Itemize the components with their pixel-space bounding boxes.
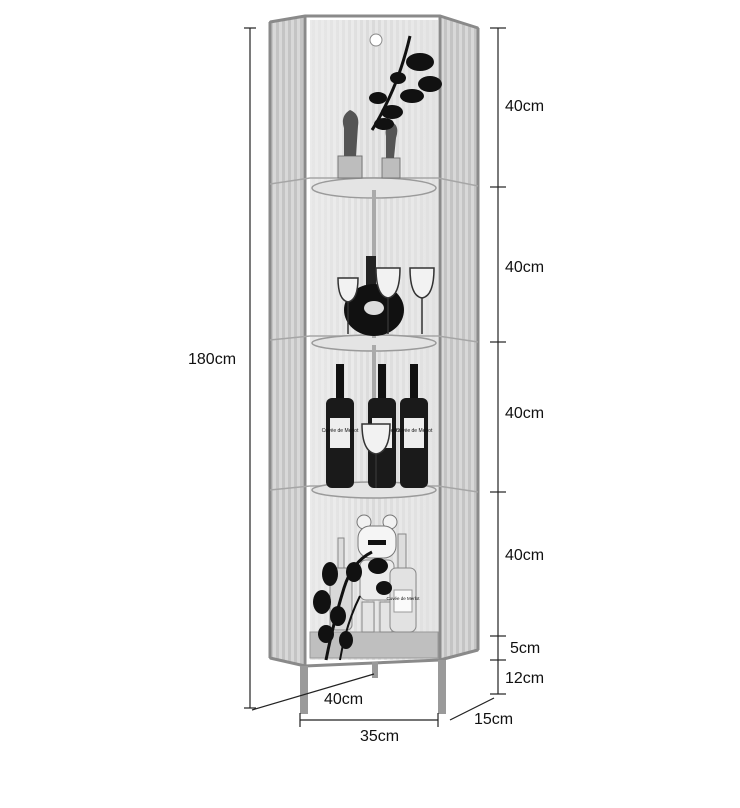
- wine-bottle: Cuvée de Merlot: [396, 364, 433, 488]
- side-depth-label: 15cm: [474, 711, 513, 728]
- ceiling-light: [369, 33, 383, 47]
- segment-label-5: 5cm: [510, 640, 540, 657]
- diagonal-width-label: 40cm: [324, 691, 363, 708]
- bottle-label: Cuvée de Merlot: [386, 596, 420, 601]
- left-glass-panel: [269, 14, 306, 668]
- dimension-lines: [244, 27, 506, 727]
- wine-glass: [361, 423, 391, 488]
- horse-statue: [337, 110, 401, 179]
- front-width-label: 35cm: [360, 728, 399, 745]
- wine-glasses-shelf2: [337, 267, 435, 334]
- leg-left: [300, 666, 308, 714]
- right-glass-panel: [439, 14, 479, 662]
- bottle-label: Cuvée de Merlot: [322, 428, 359, 434]
- wine-bottles-shelf3: Cuvée de Merlot Cuvée de Merlot Cuvée de…: [322, 364, 433, 488]
- wine-bottle: Cuvée de Merlot: [322, 364, 359, 488]
- segment-label-3: 40cm: [505, 405, 544, 422]
- segment-label-4: 40cm: [505, 547, 544, 564]
- segment-label-1: 40cm: [505, 98, 544, 115]
- total-height-label: 180cm: [188, 351, 236, 368]
- leg-back: [372, 662, 378, 678]
- bottle-label: Cuvée de Merlot: [396, 428, 433, 434]
- dimension-labels: 180cm 40cm 40cm 40cm 40cm 5cm 12cm 40cm …: [188, 98, 544, 745]
- segment-label-6: 12cm: [505, 670, 544, 687]
- floral-decal-top: [369, 35, 442, 131]
- floral-decal-bottom: [313, 550, 392, 661]
- cabinet: Cuvée de Merlot Cuvée de Merlot Cuvée de…: [268, 14, 480, 714]
- leg-right: [438, 660, 446, 714]
- bottle-bottom-right: Cuvée de Merlot: [386, 533, 420, 633]
- segment-label-2: 40cm: [505, 259, 544, 276]
